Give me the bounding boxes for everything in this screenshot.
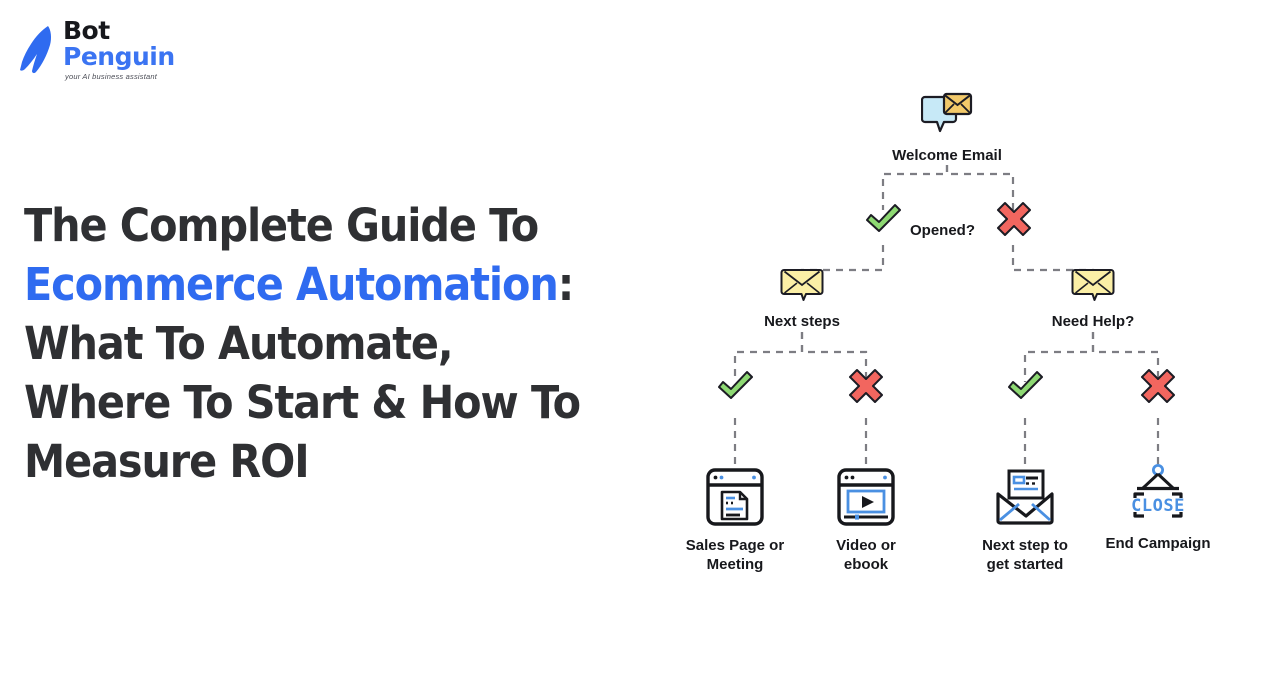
brand-wordmark: Bot Penguin your AI business assistant [63, 16, 243, 82]
node-video-ebook-label: Video or ebook [836, 537, 896, 573]
penguin-logo-icon [18, 24, 60, 76]
node-welcome-email[interactable]: Welcome Email [847, 92, 1047, 165]
node-next-steps[interactable]: Next steps [722, 268, 882, 331]
close-sign-icon: CLOSE [1090, 462, 1226, 531]
decision-opened-yes[interactable] [862, 198, 904, 245]
decision-need-help-yes[interactable] [1004, 365, 1046, 412]
browser-document-icon [665, 466, 805, 533]
node-welcome-email-label: Welcome Email [892, 147, 1002, 164]
close-sign-text: CLOSE [1131, 496, 1185, 516]
brand-name-bot: Bot [63, 16, 110, 45]
headline-accent-text: Ecommerce Automation [24, 258, 559, 311]
headline-block: The Complete Guide To Ecommerce Automati… [24, 196, 664, 491]
node-next-step-started-label: Next step to get started [982, 537, 1068, 573]
node-video-ebook[interactable]: Video or ebook [801, 466, 931, 574]
decision-opened-label: Opened? [910, 222, 976, 239]
decision-next-steps-no[interactable] [845, 365, 887, 412]
open-envelope-letter-icon [958, 466, 1092, 533]
headline-colon: : [557, 258, 575, 311]
headline-line-4: Where To Start & How To [24, 376, 581, 429]
headline-line-3: What To Automate, [24, 317, 454, 370]
brand-name-penguin: Penguin [63, 42, 175, 71]
chat-bubble-envelope-icon [847, 92, 1047, 143]
node-end-campaign[interactable]: CLOSE End Campaign [1090, 462, 1226, 553]
decision-next-steps-yes[interactable] [714, 365, 756, 412]
email-automation-flowchart: Welcome Email Opened? Next steps [640, 70, 1280, 610]
envelope-bubble-icon [722, 268, 882, 309]
brand-tagline: your AI business assistant [65, 72, 158, 81]
browser-video-play-icon [801, 466, 931, 533]
headline-line-5: Measure ROI [24, 435, 310, 488]
node-next-steps-label: Next steps [764, 313, 840, 330]
node-sales-page-label: Sales Page or Meeting [685, 537, 785, 573]
headline-line-2: Ecommerce Automation: [24, 255, 613, 314]
headline-line-1: The Complete Guide To [24, 199, 539, 252]
node-need-help-label: Need Help? [1051, 313, 1135, 330]
decision-opened-no[interactable] [993, 198, 1035, 245]
node-end-campaign-label: End Campaign [1105, 535, 1211, 552]
node-next-step-started[interactable]: Next step to get started [958, 466, 1092, 574]
node-sales-page[interactable]: Sales Page or Meeting [665, 466, 805, 574]
decision-need-help-no[interactable] [1137, 365, 1179, 412]
brand-logo[interactable]: Bot Penguin your AI business assistant [18, 18, 248, 88]
envelope-bubble-icon [1013, 268, 1173, 309]
node-need-help[interactable]: Need Help? [1013, 268, 1173, 331]
